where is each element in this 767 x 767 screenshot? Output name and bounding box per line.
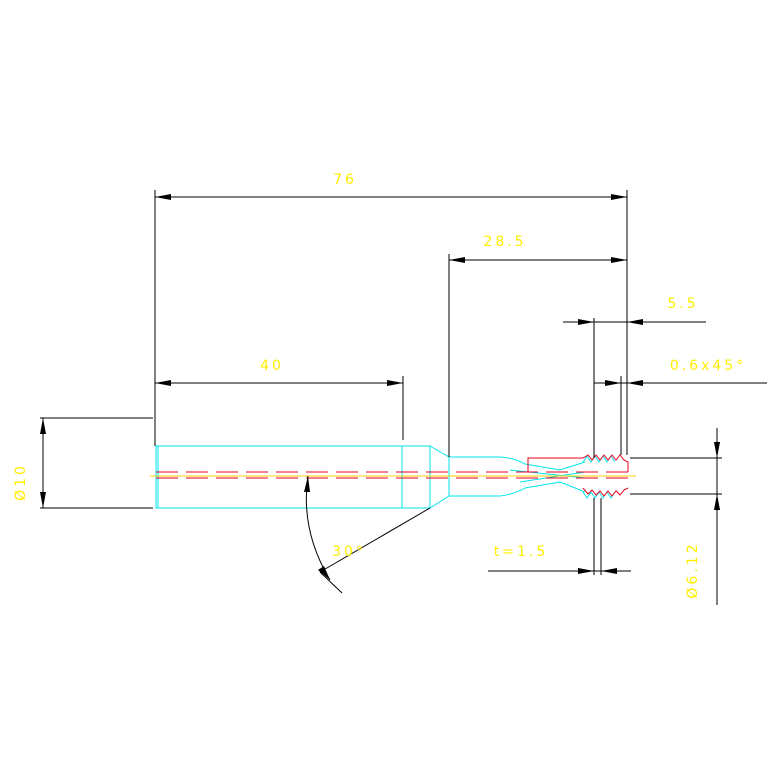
arrow-right (627, 319, 643, 325)
label-40: 40 (260, 358, 284, 374)
dimension-pitch: t=1.5 (488, 544, 631, 574)
label-pitch: t=1.5 (494, 544, 548, 560)
arrow-bottom (40, 492, 46, 508)
label-chamfer: 0.6x45° (670, 358, 746, 374)
flute-mid-2 (519, 471, 586, 483)
thread-top-red (527, 454, 629, 472)
extension-lines (40, 190, 722, 575)
arrow-right (611, 257, 627, 263)
arrow-left (155, 380, 171, 386)
thread-bottom-red (582, 487, 629, 497)
dimension-76: 76 (155, 172, 627, 200)
label-angle: 30° (332, 544, 366, 560)
arrow-top (40, 418, 46, 434)
dimension-d612: Ø6.12 (685, 428, 720, 605)
label-d10: Ø10 (13, 463, 29, 501)
flute-top (499, 456, 586, 471)
part-outline (155, 445, 616, 509)
arrow-right (387, 380, 403, 386)
thread-teeth-bottom (582, 491, 616, 499)
shank-body (155, 445, 403, 509)
dimension-5-5: 5.5 (563, 296, 706, 325)
arrow-bottom (714, 494, 720, 510)
dimension-angle: 30° (304, 475, 431, 594)
label-5-5: 5.5 (667, 296, 698, 312)
arrow-bottom (318, 566, 330, 580)
dimension-28-5: 28.5 (449, 234, 627, 263)
label-76: 76 (333, 172, 357, 188)
thread-profile (156, 454, 629, 497)
dimension-d10: Ø10 (13, 418, 46, 508)
arrow-right (601, 568, 617, 574)
label-28-5: 28.5 (483, 234, 526, 250)
arrow-top (304, 476, 310, 492)
arrow-left (155, 194, 171, 200)
dimension-chamfer: 0.6x45° (594, 358, 767, 386)
arrow-right (611, 194, 627, 200)
dimension-40: 40 (155, 358, 403, 386)
flute-mid-1 (509, 469, 586, 479)
taper-bottom (429, 495, 450, 509)
angle-tail (319, 571, 343, 594)
arrow-left (578, 568, 594, 574)
arrow-top (714, 442, 720, 458)
arrow-right (627, 380, 643, 386)
flute-bottom (499, 481, 586, 497)
taper-top (429, 445, 450, 458)
arrow-left (449, 257, 465, 263)
arrow-left (578, 319, 594, 325)
label-d612: Ø6.12 (685, 541, 701, 598)
arrow-left (605, 380, 621, 386)
angle-leader (319, 507, 431, 573)
